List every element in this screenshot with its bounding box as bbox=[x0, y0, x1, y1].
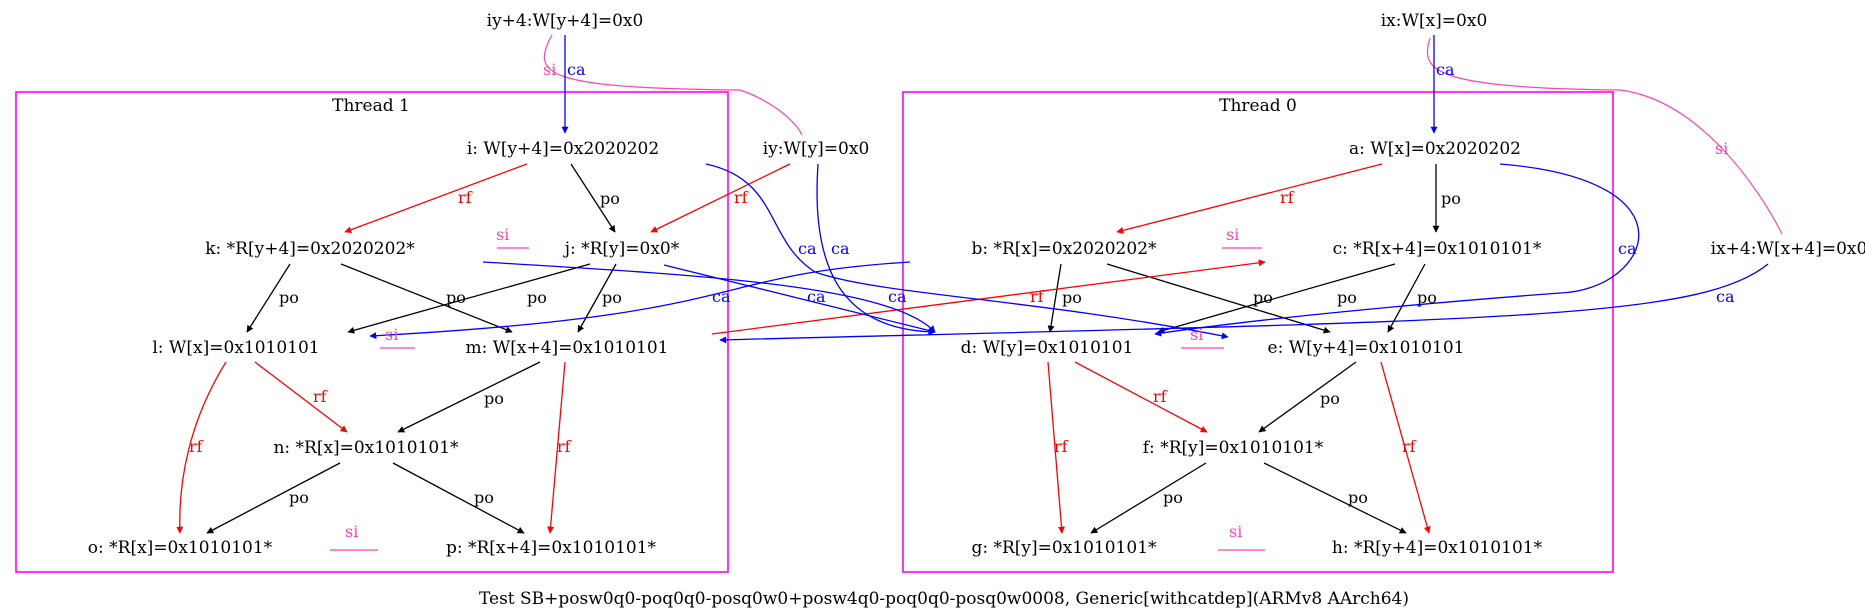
po-label: po bbox=[484, 389, 504, 408]
si-label: si bbox=[345, 522, 358, 541]
ca-labels: ca ca ca ca ca ca ca ca ca bbox=[567, 60, 1735, 306]
po-label: po bbox=[1163, 488, 1183, 507]
ca-label: ca bbox=[831, 239, 850, 258]
po-label: po bbox=[527, 288, 547, 307]
node-n: n: *R[x]=0x1010101* bbox=[273, 438, 459, 458]
ca-edges bbox=[369, 35, 1769, 344]
node-l: l: W[x]=0x1010101 bbox=[152, 338, 319, 358]
po-label: po bbox=[289, 488, 309, 507]
po-label: po bbox=[1253, 288, 1273, 307]
rf-labels: rf rf rf rf rf rf rf rf rf rf bbox=[189, 188, 1417, 456]
si-curves bbox=[543, 34, 1783, 235]
thread0-cluster bbox=[902, 91, 1614, 573]
rf-label: rf bbox=[1280, 188, 1295, 207]
node-ix4: ix+4:W[x+4]=0x0 bbox=[1711, 239, 1865, 259]
si-label: si bbox=[543, 60, 556, 79]
si-label: si bbox=[1229, 522, 1242, 541]
node-iy: iy:W[y]=0x0 bbox=[763, 139, 870, 159]
node-ix: ix:W[x]=0x0 bbox=[1381, 11, 1488, 31]
rf-label: rf bbox=[1054, 437, 1069, 456]
node-a: a: W[x]=0x2020202 bbox=[1349, 139, 1521, 159]
po-labels: po po po po po po po po po po po po po p… bbox=[279, 189, 1461, 507]
node-k: k: *R[y+4]=0x2020202* bbox=[205, 239, 415, 259]
si-label: si bbox=[1715, 139, 1728, 158]
po-label: po bbox=[1417, 288, 1437, 307]
si-label: si bbox=[496, 225, 509, 244]
rf-label: rf bbox=[1153, 387, 1168, 406]
node-p: p: *R[x+4]=0x1010101* bbox=[446, 538, 657, 558]
po-label: po bbox=[446, 288, 466, 307]
ca-label: ca bbox=[1436, 60, 1455, 79]
node-j: j: *R[y]=0x0* bbox=[563, 239, 680, 259]
node-c: c: *R[x+4]=0x1010101* bbox=[1333, 239, 1542, 259]
po-label: po bbox=[1337, 288, 1357, 307]
thread1-title: Thread 1 bbox=[332, 96, 410, 116]
po-label: po bbox=[602, 288, 622, 307]
rf-label: rf bbox=[189, 437, 204, 456]
po-label: po bbox=[600, 189, 620, 208]
node-i: i: W[y+4]=0x2020202 bbox=[467, 139, 659, 159]
rf-label: rf bbox=[458, 188, 473, 207]
po-label: po bbox=[1062, 288, 1082, 307]
po-label: po bbox=[1320, 389, 1340, 408]
node-g: g: *R[y]=0x1010101* bbox=[971, 538, 1157, 558]
rf-label: rf bbox=[1402, 437, 1417, 456]
ca-label: ca bbox=[798, 239, 817, 258]
ca-label: ca bbox=[888, 287, 907, 306]
rf-label: rf bbox=[313, 387, 328, 406]
si-underlines bbox=[330, 247, 1265, 551]
node-e: e: W[y+4]=0x1010101 bbox=[1268, 338, 1465, 358]
si-labels: si si si si si si si si bbox=[345, 60, 1728, 541]
si-label: si bbox=[1226, 225, 1239, 244]
ca-label: ca bbox=[712, 287, 731, 306]
si-label: si bbox=[1190, 325, 1203, 344]
node-iy4: iy+4:W[y+4]=0x0 bbox=[487, 11, 644, 31]
node-m: m: W[x+4]=0x1010101 bbox=[466, 338, 669, 358]
po-label: po bbox=[279, 288, 299, 307]
node-d: d: W[y]=0x1010101 bbox=[961, 338, 1134, 358]
rf-edges bbox=[176, 163, 1431, 534]
rf-label: rf bbox=[557, 437, 572, 456]
ca-label: ca bbox=[1716, 287, 1735, 306]
ca-label: ca bbox=[567, 60, 586, 79]
node-h: h: *R[y+4]=0x1010101* bbox=[1332, 538, 1543, 558]
po-label: po bbox=[1441, 189, 1461, 208]
po-label: po bbox=[474, 488, 494, 507]
ca-label: ca bbox=[807, 287, 826, 306]
node-f: f: *R[y]=0x1010101* bbox=[1143, 438, 1324, 458]
diagram-caption: Test SB+posw0q0-poq0q0-posq0w0+posw4q0-p… bbox=[479, 589, 1409, 609]
node-o: o: *R[x]=0x1010101* bbox=[88, 538, 273, 558]
rf-label: rf bbox=[1030, 287, 1045, 306]
rf-label: rf bbox=[734, 188, 749, 207]
thread1-cluster bbox=[15, 91, 729, 573]
thread0-title: Thread 0 bbox=[1219, 96, 1297, 116]
po-label: po bbox=[1348, 488, 1368, 507]
si-label: si bbox=[385, 325, 398, 344]
node-b: b: *R[x]=0x2020202* bbox=[971, 239, 1157, 259]
ca-label: ca bbox=[1618, 239, 1637, 258]
